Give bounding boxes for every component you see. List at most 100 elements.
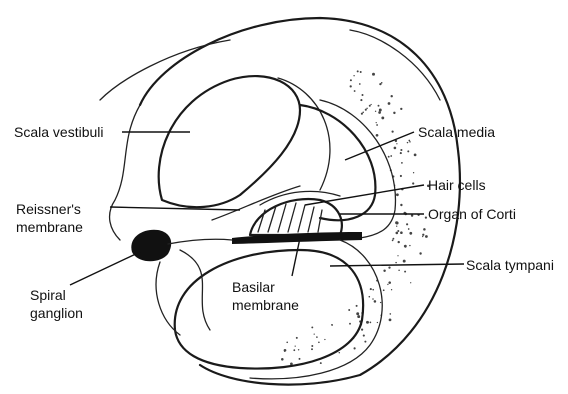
leader-spiral-ganglion	[70, 252, 140, 285]
stipple-dot	[400, 108, 402, 110]
stipple-dot	[361, 94, 363, 96]
stipple-dot	[396, 143, 397, 144]
label-hair-cells: Hair cells	[428, 177, 486, 193]
nerve-fibers	[156, 250, 210, 335]
stipple-dot	[299, 358, 301, 360]
stipple-dot	[318, 341, 320, 343]
stipple-dot	[356, 312, 359, 315]
stipple-dot	[281, 358, 284, 361]
stipple-dot	[363, 335, 365, 337]
stipple-dot	[361, 113, 363, 115]
stipple-dot	[376, 124, 378, 126]
stipple-dot	[293, 349, 295, 351]
stipple-dot	[392, 131, 394, 133]
stipple-dot	[395, 262, 396, 263]
stipple-dot	[320, 362, 322, 364]
stipple-dot	[364, 341, 366, 343]
stipple-dot	[395, 221, 398, 224]
label-reissners-line1: Reissner's	[16, 201, 81, 217]
stipple-dot	[357, 315, 360, 318]
stipple-dot	[366, 321, 369, 324]
stipple-dot	[377, 322, 378, 323]
stipple-dot	[394, 147, 397, 150]
stipple-dot	[348, 309, 350, 311]
stipple-dot	[398, 270, 400, 272]
stipple-dot	[360, 99, 362, 101]
stipple-dot	[407, 150, 409, 152]
label-basilar-line2: membrane	[232, 297, 299, 313]
stipple-dot	[389, 319, 392, 322]
stipple-dot	[376, 122, 377, 123]
stipple-dot	[397, 230, 399, 232]
stipple-dot	[284, 351, 285, 352]
label-basilar-line1: Basilar	[232, 279, 275, 295]
stipple-dot	[372, 73, 375, 76]
stipple-dot	[380, 302, 381, 303]
stipple-dot	[422, 236, 423, 237]
scala-media-chamber	[300, 105, 375, 220]
stipple-dot	[409, 232, 412, 235]
stipple-dot	[366, 108, 367, 109]
stipple-dot	[350, 79, 352, 81]
stipple-dot	[414, 154, 417, 157]
stipple-dot	[378, 111, 381, 114]
stipple-dot	[372, 298, 374, 300]
label-organ-of-corti: Organ of Corti	[428, 206, 516, 222]
stipple-dot	[401, 162, 403, 164]
stipple-dot	[423, 228, 426, 231]
label-spiral-line1: Spiral	[30, 287, 66, 303]
stipple-dot	[419, 252, 421, 254]
stipple-dot	[374, 300, 377, 303]
stipple-dot	[311, 348, 313, 350]
stipple-dot	[298, 349, 299, 350]
stipple-dot	[406, 223, 408, 225]
stipple-dot	[378, 105, 380, 107]
stipple-dot	[400, 152, 402, 154]
stipple-dot	[365, 109, 367, 111]
stipple-dot	[408, 228, 410, 230]
stipple-dot	[409, 141, 410, 142]
leader-basilar-membrane	[292, 238, 300, 276]
leader-scala-tympani	[330, 264, 464, 266]
stipple-dot	[311, 326, 313, 328]
stipple-dot	[388, 102, 391, 105]
stipple-dot	[357, 70, 359, 72]
label-spiral-line2: ganglion	[30, 305, 83, 321]
stipple-dot	[290, 363, 293, 366]
stipple-dot	[409, 245, 410, 246]
stipple-dot	[370, 288, 372, 290]
bony-capsule-outline	[140, 18, 460, 385]
stipple-dot	[395, 232, 398, 235]
stipple-dot	[388, 281, 391, 284]
stipple-dot	[404, 271, 406, 273]
stipple-dot	[379, 109, 382, 112]
stipple-dot	[391, 289, 392, 290]
stipple-dot	[393, 112, 395, 114]
stipple-dot	[383, 289, 385, 291]
organ-of-corti-structure	[250, 191, 342, 235]
stipple-dot	[286, 341, 288, 343]
leader-reissners	[110, 207, 240, 210]
stipple-dot	[392, 238, 394, 240]
stipple-dot	[349, 323, 351, 325]
stipple-dot	[396, 193, 399, 196]
stipple-dot	[403, 260, 406, 263]
stipple-dot	[295, 345, 296, 346]
stipple-dot	[383, 269, 385, 271]
stipple-dot	[370, 322, 372, 324]
spiral-ganglion-body	[131, 230, 171, 262]
stipple-dot	[316, 336, 318, 338]
stipple-dot	[410, 282, 411, 283]
label-scala-tympani: Scala tympani	[466, 257, 554, 273]
stipple-dot	[359, 83, 361, 85]
stipple-dot	[354, 90, 356, 92]
stipple-dot	[392, 240, 394, 242]
stipple-dot	[375, 111, 376, 112]
stipple-dot	[324, 339, 325, 340]
stipple-dot	[376, 134, 379, 137]
stipple-dot	[425, 216, 427, 218]
stipple-dot	[311, 345, 313, 347]
outer-bone-edge	[100, 30, 440, 100]
stipple-dot	[354, 347, 356, 349]
label-scala-vestibuli: Scala vestibuli	[14, 124, 104, 140]
